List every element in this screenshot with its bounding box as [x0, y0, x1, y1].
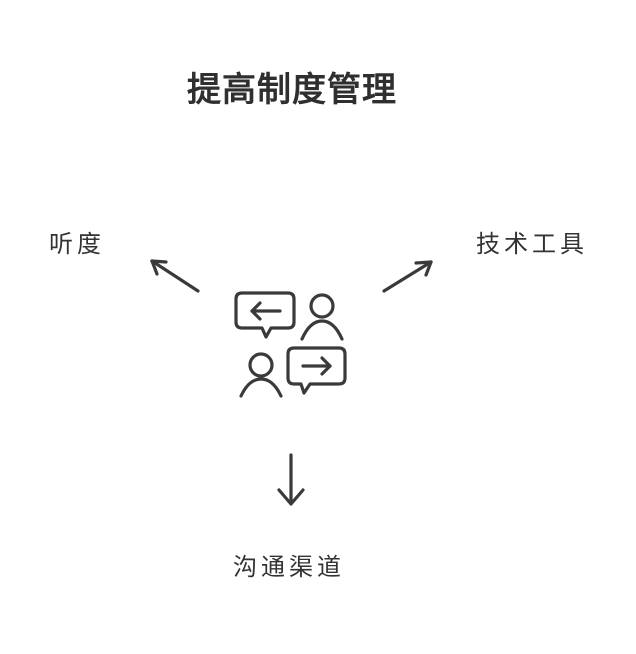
arrow-down [277, 453, 305, 506]
branch-label-bottom: 沟通渠道 [233, 553, 345, 581]
branch-label-right: 技术工具 [476, 230, 588, 258]
people-conversation-icon [234, 291, 347, 398]
branch-label-left: 听度 [49, 230, 105, 258]
arrow-right [382, 260, 433, 293]
diagram-title: 提高制度管理 [187, 70, 397, 110]
arrow-left [150, 259, 200, 293]
